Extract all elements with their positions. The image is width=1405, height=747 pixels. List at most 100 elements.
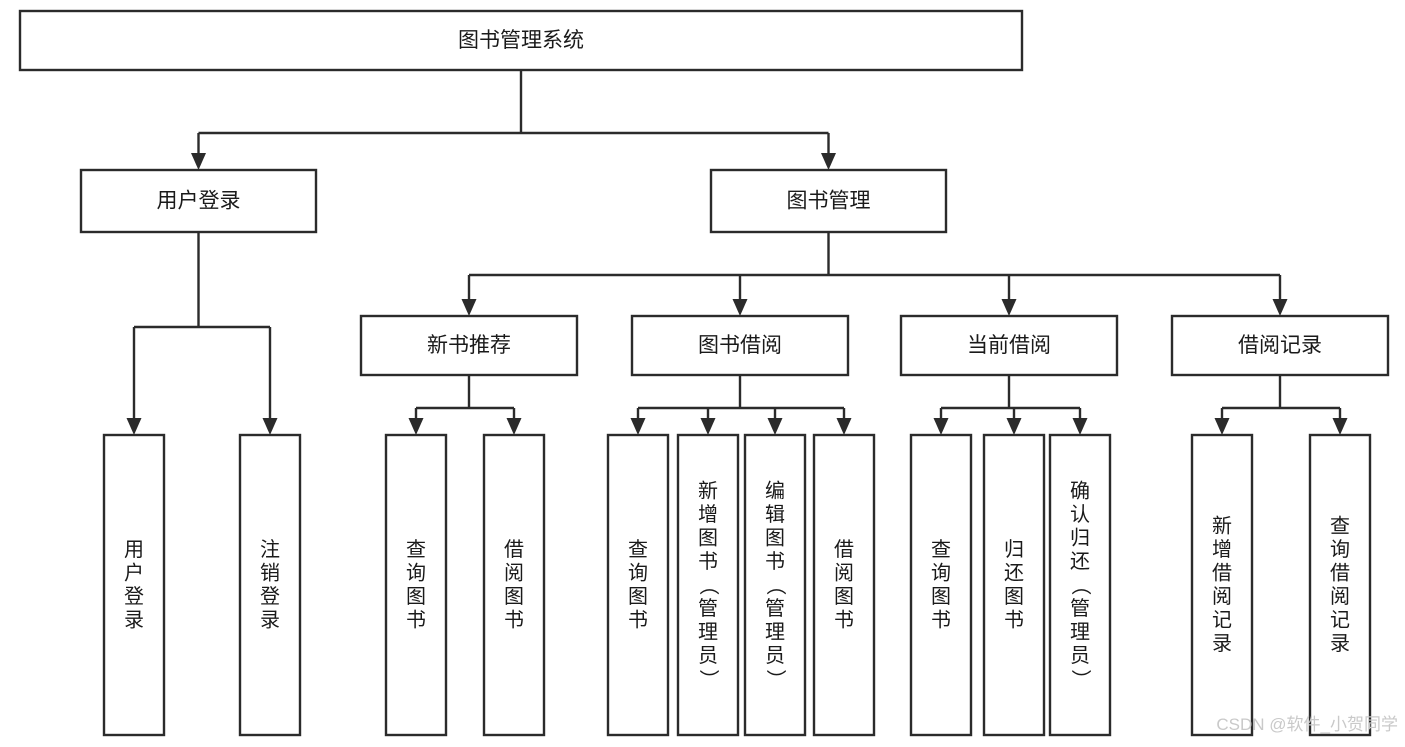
arrow-head-leaf-borrow-book-1 [506, 418, 522, 435]
node-box-leaf-borrow-book-2 [812, 433, 876, 737]
svg-text:录: 录 [1330, 633, 1350, 655]
svg-text:辑: 辑 [765, 503, 785, 526]
node-box-current-borrow [899, 314, 1119, 377]
svg-text:借: 借 [1330, 562, 1350, 585]
node-borrow-record[interactable]: 借阅记录 [1170, 314, 1390, 377]
svg-text:记: 记 [1212, 609, 1232, 632]
node-book-borrow[interactable]: 图书借阅 [630, 314, 850, 377]
svg-text:询: 询 [931, 562, 951, 585]
node-label-borrow-record: 借阅记录 [1238, 334, 1322, 357]
svg-text:阅: 阅 [834, 562, 854, 585]
svg-text:图: 图 [765, 527, 785, 549]
svg-text:图: 图 [1004, 586, 1024, 608]
svg-text:查: 查 [1330, 515, 1350, 538]
arrow-head-new-book-recommend [461, 299, 477, 316]
node-box-book-borrow [630, 314, 850, 377]
svg-text:查: 查 [406, 538, 426, 561]
svg-text:归: 归 [1004, 538, 1024, 561]
node-current-borrow[interactable]: 当前借阅 [899, 314, 1119, 377]
node-label-root: 图书管理系统 [458, 29, 584, 52]
arrow-head-leaf-add-record [1214, 418, 1230, 435]
svg-text:确: 确 [1070, 479, 1090, 502]
svg-text:书: 书 [834, 609, 854, 632]
svg-text:理: 理 [698, 621, 718, 643]
arrow-head-leaf-edit-book [767, 418, 783, 435]
svg-text:注: 注 [260, 538, 280, 561]
arrow-head-leaf-query-record [1332, 418, 1348, 435]
arrow-head-leaf-query-book-1 [408, 418, 424, 435]
svg-text:登: 登 [124, 585, 144, 608]
svg-text:认: 认 [1070, 503, 1090, 526]
svg-text:员: 员 [1070, 645, 1090, 667]
node-box-leaf-add-book [676, 433, 740, 737]
svg-text:）: ） [697, 669, 720, 689]
svg-text:借: 借 [504, 538, 524, 561]
svg-text:录: 录 [1212, 633, 1232, 655]
node-book-manage[interactable]: 图书管理 [709, 168, 948, 234]
node-user-login[interactable]: 用户登录 [79, 168, 318, 234]
node-box-root [18, 9, 1024, 72]
svg-text:询: 询 [628, 562, 648, 585]
svg-text:）: ） [1069, 669, 1092, 689]
svg-text:书: 书 [504, 609, 524, 632]
svg-text:书: 书 [698, 550, 718, 573]
svg-text:员: 员 [698, 645, 718, 667]
node-box-book-manage [709, 168, 948, 234]
svg-text:图: 图 [628, 586, 648, 608]
svg-text:书: 书 [1004, 609, 1024, 632]
node-label-book-manage: 图书管理 [787, 190, 871, 213]
svg-text:图: 图 [406, 586, 426, 608]
node-new-book-recommend[interactable]: 新书推荐 [359, 314, 579, 377]
svg-text:（: （ [697, 575, 720, 595]
connector-layer [126, 70, 1348, 435]
svg-text:图: 图 [504, 586, 524, 608]
svg-text:图: 图 [834, 586, 854, 608]
svg-text:还: 还 [1070, 550, 1090, 573]
svg-text:录: 录 [260, 610, 280, 632]
svg-text:员: 员 [765, 645, 785, 667]
svg-text:销: 销 [260, 562, 280, 585]
arrow-head-borrow-record [1272, 299, 1288, 316]
arrow-head-leaf-query-book-2 [630, 418, 646, 435]
arrow-head-leaf-query-book-3 [933, 418, 949, 435]
svg-text:增: 增 [1212, 538, 1232, 561]
csdn-watermark: CSDN @软件_小贺同学 [1216, 715, 1398, 734]
svg-text:）: ） [764, 669, 787, 689]
node-layer: 图书管理系统用户登录图书管理新书推荐图书借阅当前借阅借阅记录用户登录注销登录查询… [18, 9, 1390, 737]
svg-text:管: 管 [765, 597, 785, 620]
arrow-head-leaf-borrow-book-2 [836, 418, 852, 435]
svg-text:查: 查 [931, 538, 951, 561]
svg-text:编: 编 [765, 479, 785, 502]
node-leaf-user-login[interactable]: 用户登录 [102, 433, 166, 737]
node-root[interactable]: 图书管理系统 [18, 9, 1024, 72]
svg-text:阅: 阅 [1212, 585, 1232, 608]
arrow-head-leaf-user-login [126, 418, 142, 435]
node-label-new-book-recommend: 新书推荐 [427, 334, 511, 357]
node-label-current-borrow: 当前借阅 [967, 334, 1051, 357]
svg-text:图: 图 [698, 527, 718, 549]
svg-text:书: 书 [931, 609, 951, 632]
arrow-head-leaf-add-book [700, 418, 716, 435]
